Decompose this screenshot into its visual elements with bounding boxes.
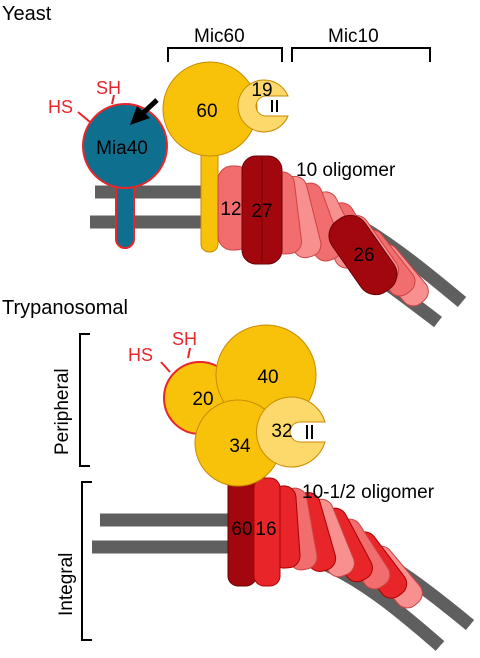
trypanosomal-mic32-body	[256, 396, 326, 468]
yeast-mic19: 19	[237, 79, 289, 133]
mic60-bracket	[167, 47, 283, 62]
yeast-oligomer-label: 10 oligomer	[296, 160, 396, 181]
yeast-mic26: 26	[328, 214, 398, 296]
trypanosomal-thiol-left: HS	[128, 345, 153, 365]
yeast-mic12-label: 12	[220, 199, 241, 220]
interaction-arrow-shaft	[140, 98, 159, 116]
mia40-thiol-right: SH	[96, 78, 121, 98]
yeast-mic19-body	[237, 79, 289, 133]
mia40-head	[82, 103, 168, 189]
trypanosomal-mic32-label: 32	[271, 421, 292, 442]
mia40: Mia40 HS SH	[48, 78, 168, 249]
trypanosomal-mic34-label: 34	[229, 436, 251, 457]
mic10-bracket	[291, 47, 431, 62]
interaction-arrow-head	[130, 106, 150, 125]
trypanosomal-mic16-body	[253, 477, 281, 587]
peripheral-bracket	[79, 333, 90, 467]
yeast-mic27: 27	[241, 155, 283, 265]
trypanosomal-mic16-label: 16	[255, 519, 276, 540]
trypanosomal-oligomer-label: 10-1/2 oligomer	[302, 482, 435, 503]
yeast-mic27-label: 27	[251, 201, 272, 222]
mia40-label: Mia40	[96, 138, 148, 159]
mic60-bracket-label: Mic60	[194, 26, 245, 47]
peripheral-bracket-label: Peripheral	[52, 368, 73, 455]
trypanosomal-mic40-label: 40	[257, 367, 278, 388]
mia40-thiol-left: HS	[48, 97, 73, 117]
trypanosomal-mic10-oligomer	[267, 485, 423, 609]
yeast-mic60-label: 60	[196, 101, 217, 122]
mic10-bracket-label: Mic10	[328, 26, 379, 47]
trypanosomal-mic32: 32	[256, 396, 326, 468]
trypanosomal-thiol-bond-right	[187, 347, 191, 359]
trypanosomal-mic16: 16	[253, 477, 281, 587]
trypanosomal-mic20-label: 20	[192, 389, 213, 410]
mia40-thiol-bond-right	[111, 94, 115, 105]
yeast-mic19-label: 19	[251, 80, 272, 101]
trypanosomal-mic60-label: 60	[231, 519, 252, 540]
yeast-mic60-head	[162, 61, 258, 157]
trypanosomal-thiol-right: SH	[172, 329, 197, 349]
mia40-thiol-bond-left	[77, 111, 91, 123]
yeast-mic26-body	[328, 214, 398, 296]
trypanosomal-thiol-bond-left	[160, 361, 171, 373]
integral-bracket-label: Integral	[56, 553, 77, 616]
yeast-mic60: 60	[162, 61, 258, 253]
integral-bracket	[81, 481, 92, 641]
yeast-mic26-label: 26	[353, 245, 374, 266]
trypanosomal-mic60: 60	[227, 473, 257, 587]
trypanosomal-title: Trypanosomal	[2, 297, 128, 319]
yeast-title: Yeast	[2, 3, 52, 25]
